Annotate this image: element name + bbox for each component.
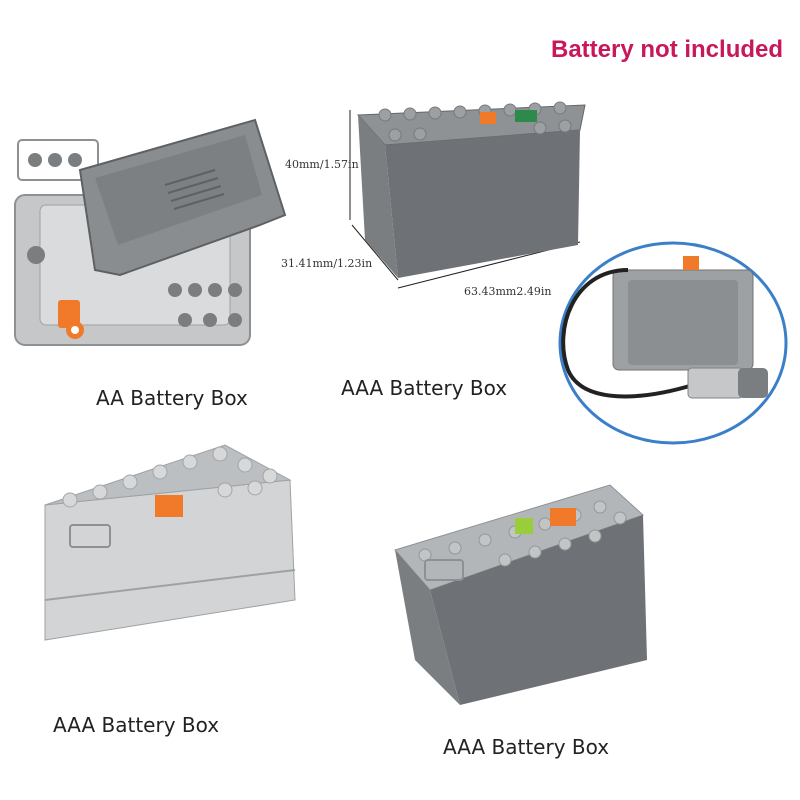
depth-dimension-label: 31.41mm/1.23in: [281, 257, 373, 270]
aaa-battery-box-caption-bottom-right: AAA Battery Box: [443, 735, 610, 759]
aaa-battery-box-light-image: [44, 444, 296, 641]
aa-battery-box-caption: AA Battery Box: [96, 386, 248, 410]
aa-battery-box-image: [14, 118, 287, 346]
length-dimension-label: 63.43mm2.49in: [464, 285, 552, 298]
battery-not-included-banner: Battery not included: [551, 36, 784, 63]
aaa-battery-box-dark-image: [349, 101, 586, 289]
aaa-battery-box-dark-bottom-image: [394, 484, 647, 705]
height-dimension-label: 40mm/1.57in: [285, 158, 359, 171]
cable-connection-inset-image: [558, 241, 788, 445]
aaa-battery-box-caption-top: AAA Battery Box: [341, 376, 508, 400]
aaa-battery-box-caption-bottom-left: AAA Battery Box: [53, 713, 220, 737]
